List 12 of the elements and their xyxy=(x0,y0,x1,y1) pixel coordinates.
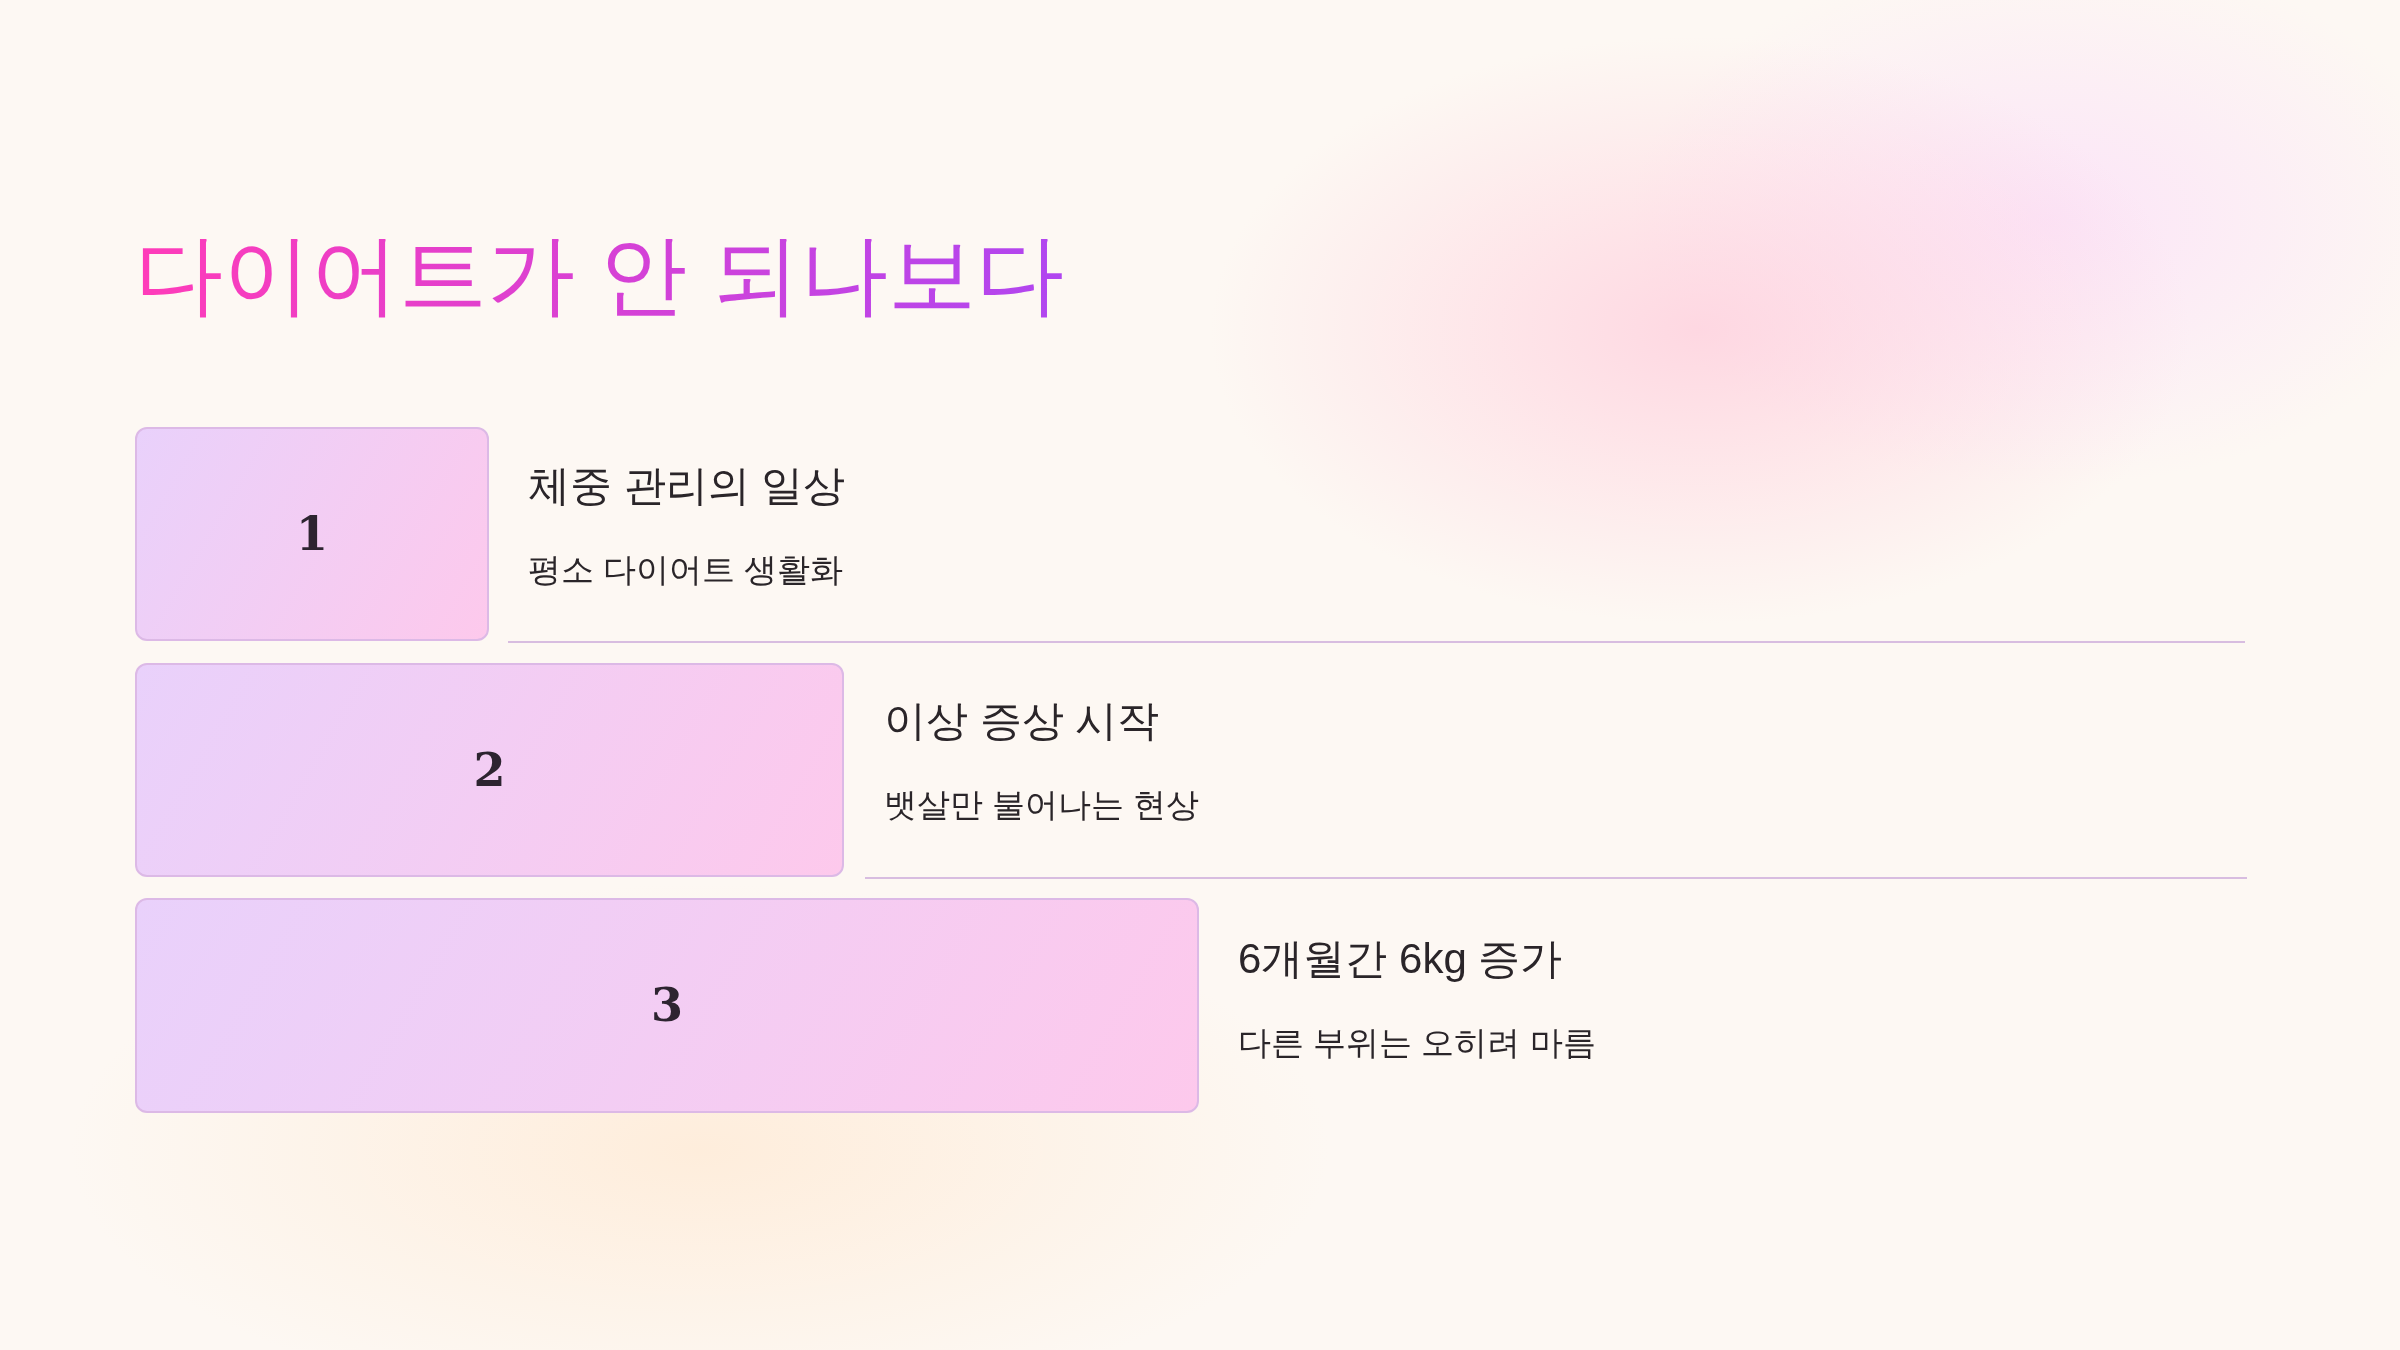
step-box xyxy=(135,663,844,877)
step-heading: 체중 관리의 일상 xyxy=(528,461,846,511)
step-box xyxy=(135,427,489,641)
step-number: 3 xyxy=(651,980,683,1031)
step-description: 다른 부위는 오히려 마름 xyxy=(1238,1023,1596,1063)
step-heading: 6개월간 6kg 증가 xyxy=(1238,934,1563,984)
step-number: 1 xyxy=(296,508,328,560)
step-description: 평소 다이어트 생활화 xyxy=(528,550,844,590)
step-description: 뱃살만 불어나는 현상 xyxy=(884,785,1200,825)
step-number: 2 xyxy=(473,744,506,796)
step-heading: 이상 증상 시작 xyxy=(884,696,1160,746)
step-box xyxy=(135,898,1199,1113)
